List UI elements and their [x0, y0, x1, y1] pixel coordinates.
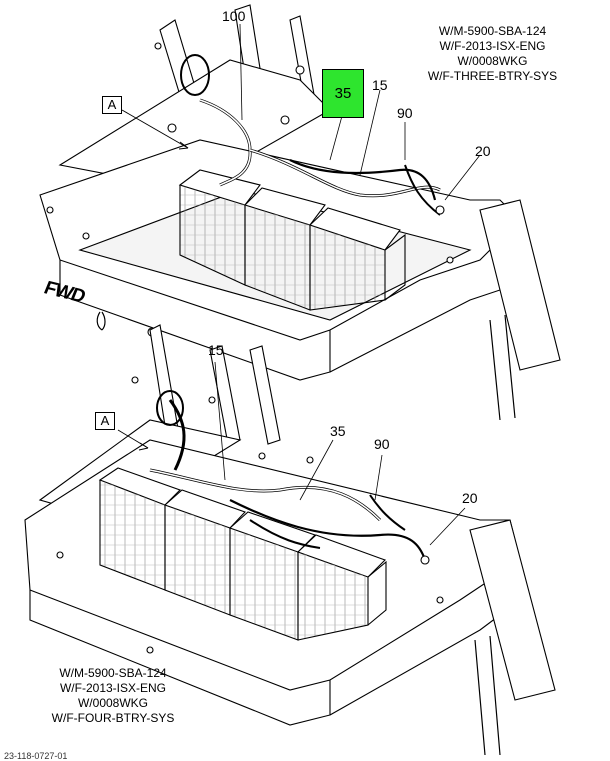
callout-90-top[interactable]: 90: [397, 105, 413, 121]
note-line: W/0008WKG: [457, 54, 528, 68]
callout-35-highlighted[interactable]: 35: [322, 69, 364, 118]
bottom-battery-4: [296, 534, 387, 641]
view-label-a-bottom[interactable]: A: [95, 412, 115, 430]
callout-20-top[interactable]: 20: [475, 143, 491, 159]
view-label-a-top[interactable]: A: [102, 96, 122, 114]
option-note-top: W/M-5900-SBA-124 W/F-2013-ISX-ENG W/0008…: [405, 24, 580, 84]
callout-35-bottom[interactable]: 35: [330, 423, 346, 439]
note-line: W/F-2013-ISX-ENG: [59, 681, 167, 695]
top-battery-1: [178, 169, 261, 286]
callout-15-bottom[interactable]: 15: [208, 342, 224, 358]
callout-15-top[interactable]: 15: [372, 77, 388, 93]
drawing-number: 23-118-0727-01: [4, 751, 68, 761]
top-assembly: [39, 4, 561, 421]
option-note-bottom: W/M-5900-SBA-124 W/F-2013-ISX-ENG W/0008…: [28, 666, 198, 726]
callout-90-bottom[interactable]: 90: [374, 436, 390, 452]
bottom-assembly: [24, 324, 556, 756]
top-battery-2: [243, 187, 326, 311]
note-line: W/F-THREE-BTRY-SYS: [427, 69, 558, 83]
top-battery-3: [308, 207, 406, 311]
note-line: W/M-5900-SBA-124: [59, 666, 167, 680]
note-line: W/0008WKG: [77, 696, 149, 710]
bottom-battery-1: [98, 467, 182, 591]
note-line: W/F-FOUR-BTRY-SYS: [51, 711, 175, 725]
callout-100-top[interactable]: 100: [222, 8, 246, 24]
fwd-arrow: [96, 311, 106, 331]
callout-20-bottom[interactable]: 20: [462, 490, 478, 506]
note-line: W/F-2013-ISX-ENG: [439, 39, 546, 53]
bottom-battery-2: [163, 489, 246, 616]
note-line: W/M-5900-SBA-124: [438, 24, 547, 38]
